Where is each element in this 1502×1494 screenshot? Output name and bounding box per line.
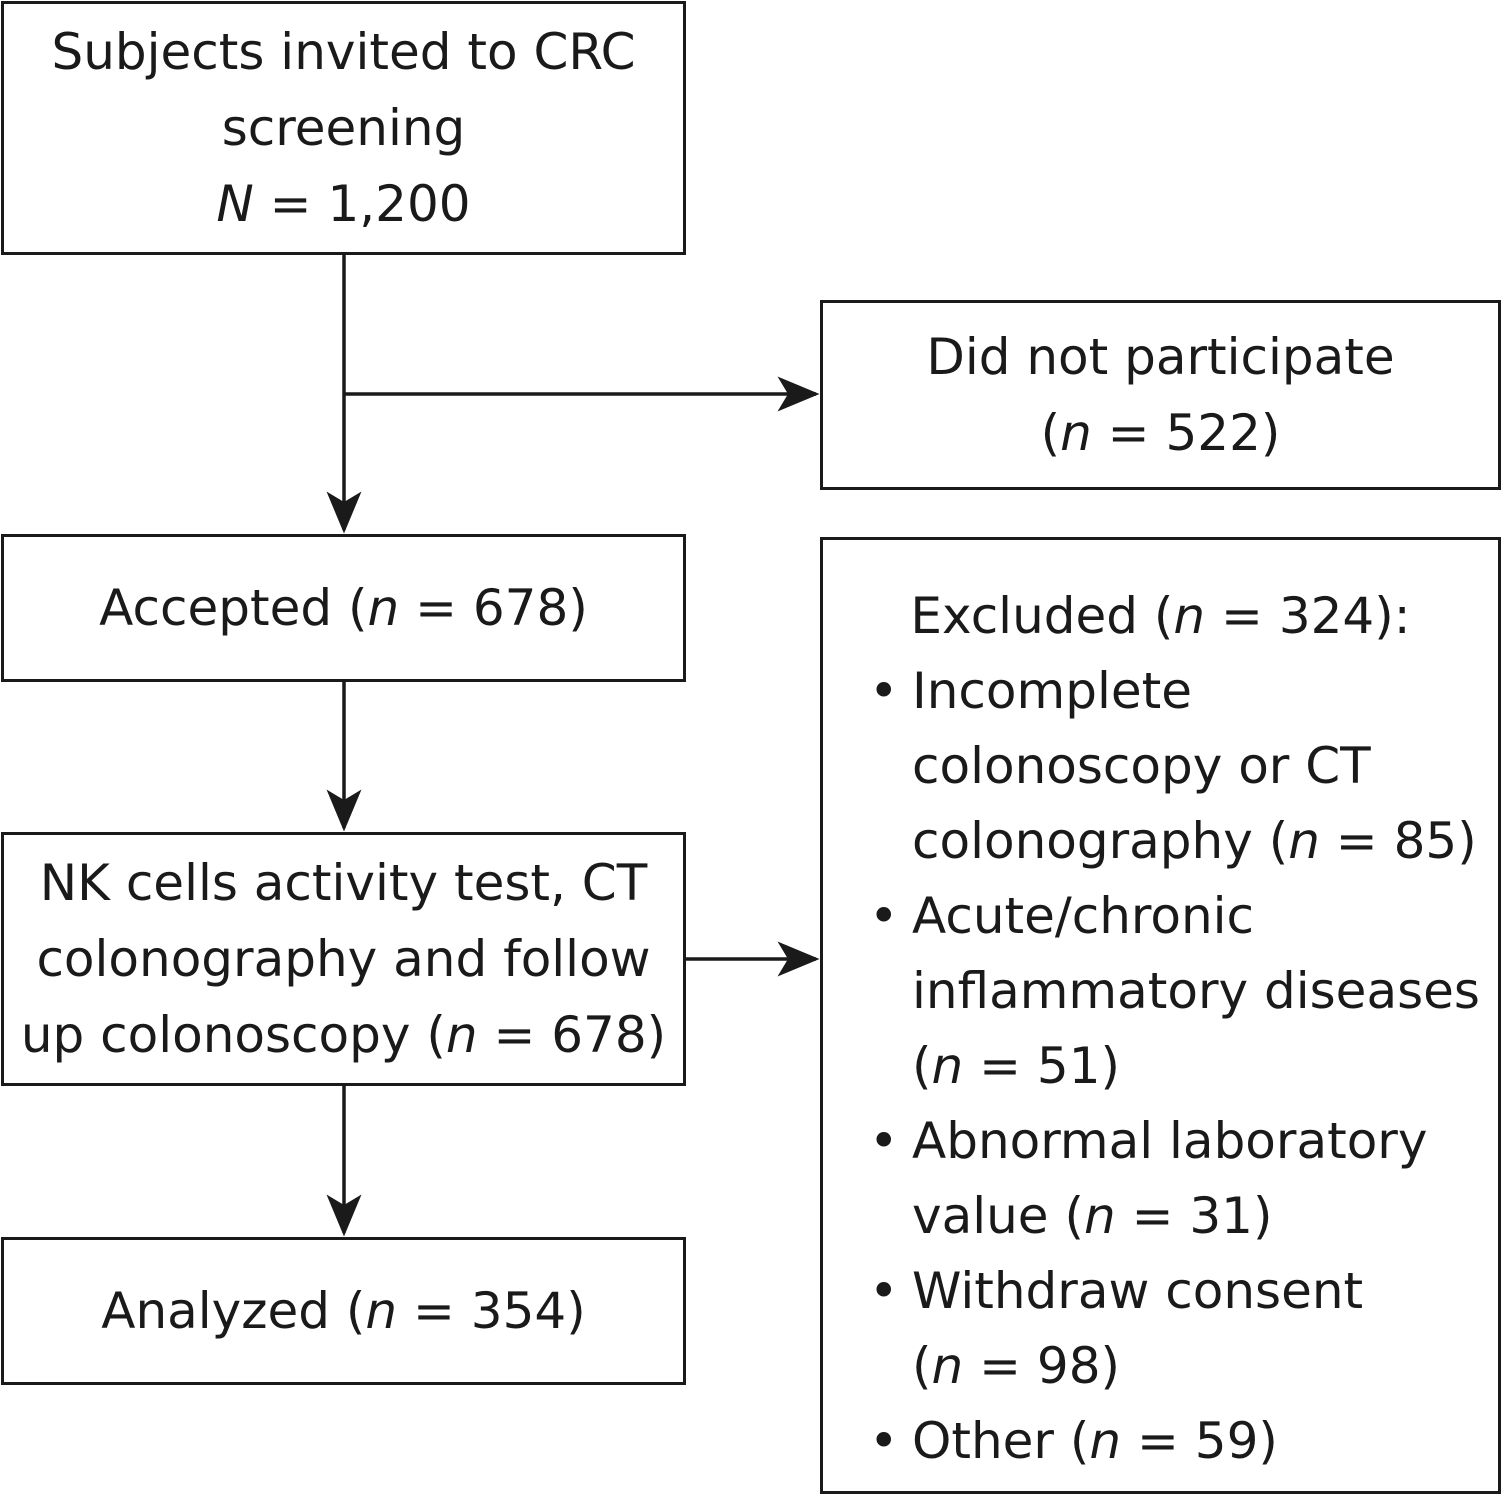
reason-line: (n = 51) bbox=[912, 1037, 1121, 1095]
invited-count: N = 1,200 bbox=[216, 175, 471, 233]
n-value: 678 bbox=[551, 1006, 647, 1064]
accepted-text: Accepted (n = 678) bbox=[99, 579, 588, 637]
n-symbol: n bbox=[1060, 404, 1092, 462]
tests-line-3-label: up colonoscopy bbox=[20, 1006, 411, 1064]
excluded-label: Excluded bbox=[910, 587, 1139, 645]
reason-line: Acute/chronic bbox=[912, 887, 1255, 945]
tests-line-1: NK cells activity test, CT bbox=[39, 854, 648, 912]
tests-text: NK cells activity test, CT colonography … bbox=[21, 845, 666, 1073]
not-participate-label: Did not participate bbox=[926, 328, 1395, 386]
n-value: 324 bbox=[1278, 587, 1375, 645]
excluded-reason-other: • Other (n = 59) bbox=[869, 1404, 1480, 1479]
excluded-heading: Excluded (n = 324): bbox=[910, 587, 1411, 645]
n-value: 678 bbox=[472, 579, 569, 637]
n-value: 85 bbox=[1393, 812, 1458, 870]
n-value: 98 bbox=[1036, 1337, 1101, 1395]
n-value: 51 bbox=[1036, 1037, 1101, 1095]
bullet-icon: • bbox=[869, 1412, 899, 1470]
bullet-icon: • bbox=[869, 662, 899, 720]
n-symbol: n bbox=[1089, 1412, 1122, 1470]
excluded-box: Excluded (n = 324): • Incomplete colonos… bbox=[820, 537, 1501, 1494]
reason-line-text: colonography bbox=[912, 812, 1253, 870]
reason-line: colonoscopy or CT bbox=[912, 737, 1371, 795]
excluded-reason-incomplete: • Incomplete colonoscopy or CT colonogra… bbox=[869, 654, 1480, 879]
n-value: 522 bbox=[1165, 404, 1261, 462]
tests-line-3: up colonoscopy (n = 678) bbox=[20, 1006, 667, 1064]
excluded-reason-inflammatory: • Acute/chronic inflammatory diseases (n… bbox=[869, 879, 1480, 1104]
n-symbol: n bbox=[931, 1037, 964, 1095]
n-value: 31 bbox=[1189, 1187, 1253, 1245]
invited-box: Subjects invited to CRC screening N = 1,… bbox=[1, 1, 686, 255]
reason-line: inflammatory diseases bbox=[912, 962, 1480, 1020]
analyzed-text: Analyzed (n = 354) bbox=[101, 1282, 586, 1340]
bullet-icon: • bbox=[869, 1112, 899, 1170]
not-participate-count: (n = 522) bbox=[1040, 404, 1281, 462]
analyzed-label: Analyzed bbox=[101, 1282, 330, 1340]
n-value: 354 bbox=[470, 1282, 567, 1340]
n-symbol: n bbox=[365, 1282, 398, 1340]
count-value: 1,200 bbox=[327, 175, 471, 233]
reason-line: Withdraw consent bbox=[912, 1262, 1364, 1320]
accepted-label: Accepted bbox=[99, 579, 333, 637]
n-symbol: n bbox=[1288, 812, 1320, 870]
n-symbol: n bbox=[1173, 587, 1206, 645]
excluded-reason-abnormal-lab: • Abnormal laboratory value (n = 31) bbox=[869, 1104, 1480, 1254]
tests-box: NK cells activity test, CT colonography … bbox=[1, 832, 686, 1086]
reason-line: (n = 98) bbox=[912, 1337, 1121, 1395]
not-participate-text: Did not participate (n = 522) bbox=[926, 319, 1394, 471]
n-symbol: n bbox=[445, 1006, 478, 1064]
analyzed-box: Analyzed (n = 354) bbox=[1, 1237, 686, 1385]
reason-line: colonography (n = 85) bbox=[912, 812, 1477, 870]
invited-text: Subjects invited to CRC screening N = 1,… bbox=[51, 14, 635, 242]
bullet-icon: • bbox=[869, 887, 899, 945]
excluded-reason-withdraw: • Withdraw consent (n = 98) bbox=[869, 1254, 1480, 1404]
reason-line: Incomplete bbox=[912, 662, 1192, 720]
n-value: 59 bbox=[1194, 1412, 1259, 1470]
reason-line-text: Other bbox=[912, 1412, 1054, 1470]
reason-line: Other (n = 59) bbox=[912, 1412, 1278, 1470]
n-symbol: n bbox=[931, 1337, 964, 1395]
n-symbol: n bbox=[1083, 1187, 1116, 1245]
invited-line-1: Subjects invited to CRC bbox=[51, 23, 636, 81]
reason-line-text: value bbox=[912, 1187, 1049, 1245]
not-participate-box: Did not participate (n = 522) bbox=[820, 300, 1501, 490]
tests-line-2: colonography and follow bbox=[36, 930, 651, 988]
count-symbol: N bbox=[216, 175, 254, 233]
invited-line-2: screening bbox=[221, 99, 466, 157]
bullet-icon: • bbox=[869, 1262, 899, 1320]
accepted-box: Accepted (n = 678) bbox=[1, 534, 686, 682]
n-symbol: n bbox=[367, 579, 400, 637]
excluded-reasons-list: • Incomplete colonoscopy or CT colonogra… bbox=[869, 654, 1480, 1479]
reason-line: Abnormal laboratory bbox=[912, 1112, 1428, 1170]
reason-line: value (n = 31) bbox=[912, 1187, 1273, 1245]
